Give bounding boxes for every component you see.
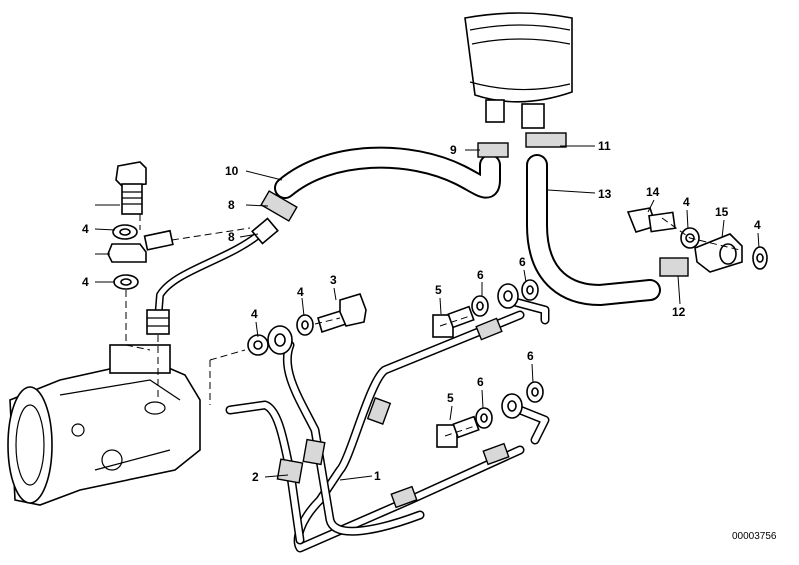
power-steering-pump — [7, 344, 201, 506]
callout-10: 12 — [672, 305, 686, 319]
pressure-line-1 — [225, 297, 550, 553]
callout-4: 4 — [251, 307, 258, 321]
callout-5: 5 — [447, 391, 454, 405]
callout-2: 2 — [252, 470, 259, 484]
banjo-fitting-15 — [107, 229, 174, 263]
callout-9: 10 — [225, 164, 239, 178]
callout-4: 4 — [82, 222, 89, 236]
callout-6: 6 — [477, 268, 484, 282]
washers-6 — [471, 279, 544, 429]
callout-4: 4 — [82, 275, 89, 289]
assembly-lines — [125, 214, 741, 437]
hose-11 — [526, 154, 661, 306]
callout-8: 9 — [450, 143, 457, 157]
callout-8: 8 — [228, 198, 235, 212]
banjo-eye-line — [267, 325, 293, 355]
banjo-bolt-14 — [115, 161, 147, 215]
callout-labels: 10 8 8 9 11 13 4 4 4 4 3 5 6 6 5 6 6 1 2… — [82, 139, 761, 484]
banjo-bolt-3 — [317, 293, 367, 334]
callout-4: 4 — [683, 195, 690, 209]
callout-7: 8 — [228, 230, 235, 244]
crimp-sleeves — [276, 317, 510, 509]
pipe-7 — [154, 228, 266, 324]
callout-1: 1 — [374, 469, 381, 483]
leader-lines — [94, 145, 760, 481]
hose-clamps-8 — [260, 132, 689, 277]
callout-3: 3 — [330, 273, 337, 287]
pipe-fitting-7 — [146, 217, 279, 335]
callout-6: 6 — [527, 349, 534, 363]
oil-reservoir — [464, 12, 573, 129]
callout-4: 4 — [297, 285, 304, 299]
callout-6: 6 — [477, 375, 484, 389]
fitting-13 — [694, 233, 743, 273]
bolt-12 — [626, 207, 676, 233]
callout-4: 4 — [754, 218, 761, 232]
callout-13: 15 — [715, 205, 729, 219]
callout-12: 14 — [646, 185, 660, 199]
callout-6: 6 — [519, 255, 526, 269]
banjo-bolts-5 — [432, 305, 480, 448]
callout-11: 13 — [598, 187, 612, 201]
callout-5: 5 — [435, 283, 442, 297]
diagram-reference-number: 00003756 — [732, 531, 777, 542]
hose-9 — [274, 146, 501, 199]
callout-10: 11 — [598, 139, 611, 153]
